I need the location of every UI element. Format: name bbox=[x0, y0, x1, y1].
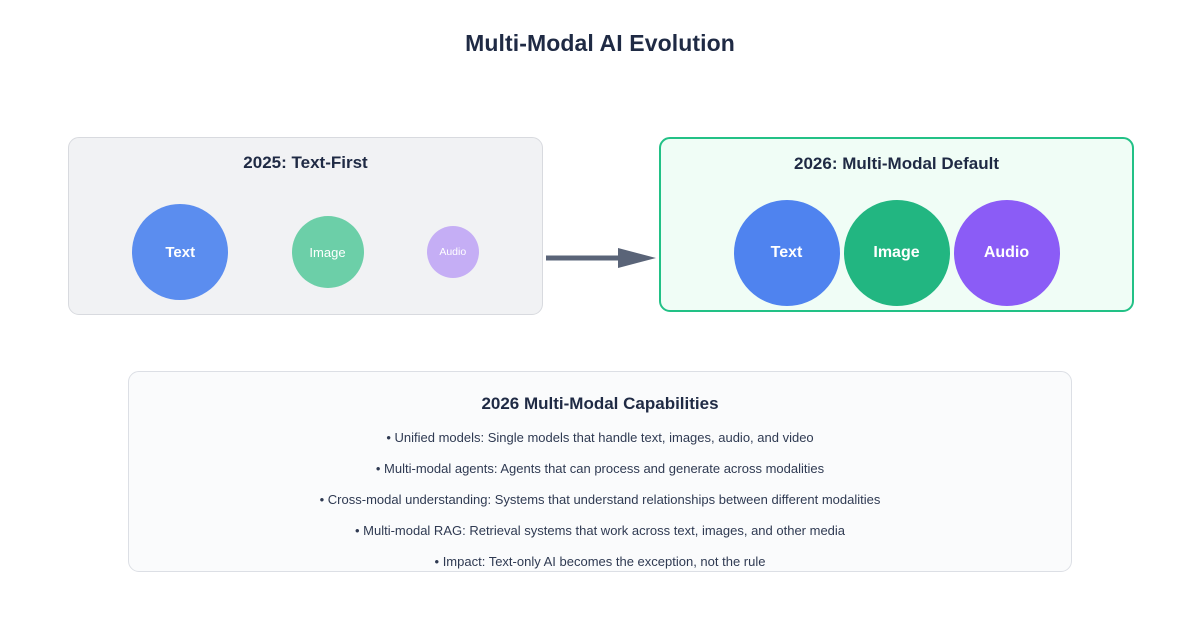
capabilities-list: • Unified models: Single models that han… bbox=[129, 430, 1071, 569]
modality-bubble-image-2026: Image bbox=[843, 200, 950, 306]
modality-label: Audio bbox=[983, 244, 1030, 261]
capabilities-panel: 2026 Multi-Modal Capabilities • Unified … bbox=[128, 371, 1072, 572]
modality-label: Image bbox=[873, 244, 920, 261]
modality-label: Text bbox=[770, 244, 803, 261]
capability-item: • Multi-modal RAG: Retrieval systems tha… bbox=[354, 523, 846, 538]
modality-label: Image bbox=[309, 244, 346, 260]
capability-item: • Multi-modal agents: Agents that can pr… bbox=[375, 461, 825, 476]
modality-label: Text bbox=[165, 243, 196, 261]
panel-2026-title: 2026: Multi-Modal Default bbox=[794, 154, 999, 173]
modality-bubble-image-2025: Image bbox=[291, 216, 364, 288]
capability-item: • Cross-modal understanding: Systems tha… bbox=[319, 492, 881, 507]
panel-2026-modalities: Text Image Audio bbox=[661, 194, 1132, 312]
modality-bubble-text-2026: Text bbox=[733, 200, 840, 306]
capability-item: • Impact: Text-only AI becomes the excep… bbox=[434, 554, 766, 569]
modality-label: Audio bbox=[439, 245, 467, 258]
arrow-right-icon bbox=[546, 247, 659, 269]
modality-bubble-audio-2025: Audio bbox=[426, 226, 479, 278]
capability-item: • Unified models: Single models that han… bbox=[386, 430, 814, 445]
panel-2025-modalities: Text Image Audio bbox=[69, 193, 542, 311]
modality-bubble-text-2025: Text bbox=[132, 204, 229, 300]
modality-bubble-audio-2026: Audio bbox=[953, 200, 1060, 306]
panel-2026-multi-modal-default: 2026: Multi-Modal Default Text Image Aud… bbox=[659, 137, 1134, 312]
panel-2025-title: 2025: Text-First bbox=[243, 153, 368, 172]
capabilities-title: 2026 Multi-Modal Capabilities bbox=[481, 394, 719, 413]
page-title: Multi-Modal AI Evolution bbox=[465, 30, 735, 56]
panel-2025-text-first: 2025: Text-First Text Image Audio bbox=[68, 137, 543, 315]
